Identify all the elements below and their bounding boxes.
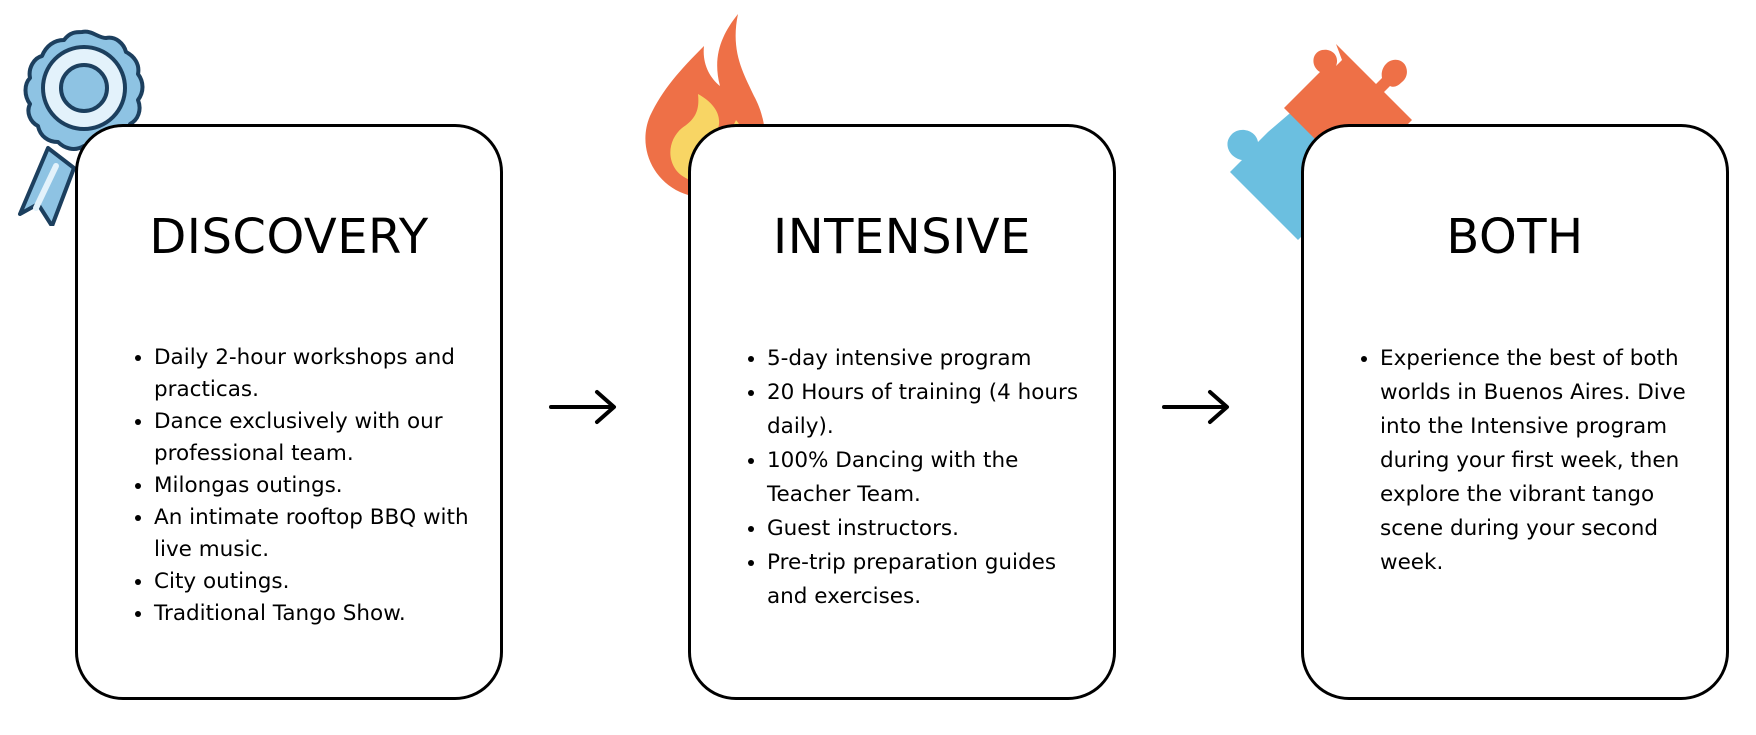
- feature-list: Experience the best of both worlds in Bu…: [1352, 342, 1702, 580]
- right-arrow-icon: [1162, 390, 1229, 424]
- discovery-card: DISCOVERY Daily 2-hour workshops and pra…: [75, 124, 503, 700]
- feature-list: Daily 2-hour workshops and practicas. Da…: [126, 342, 476, 630]
- list-item: 20 Hours of training (4 hours daily).: [767, 376, 1089, 444]
- intensive-card: INTENSIVE 5-day intensive program 20 Hou…: [688, 124, 1116, 700]
- list-item: City outings.: [154, 566, 476, 598]
- list-item: Experience the best of both worlds in Bu…: [1380, 342, 1702, 580]
- list-item: Traditional Tango Show.: [154, 598, 476, 630]
- both-card: BOTH Experience the best of both worlds …: [1301, 124, 1729, 700]
- list-item: Milongas outings.: [154, 470, 476, 502]
- right-arrow-icon: [549, 390, 616, 424]
- list-item: Dance exclusively with our professional …: [154, 406, 476, 470]
- list-item: An intimate rooftop BBQ with live music.: [154, 502, 476, 566]
- list-item: 5-day intensive program: [767, 342, 1089, 376]
- card-title: BOTH: [1446, 209, 1584, 265]
- list-item: Guest instructors.: [767, 512, 1089, 546]
- list-item: Daily 2-hour workshops and practicas.: [154, 342, 476, 406]
- card-title: INTENSIVE: [773, 209, 1031, 265]
- list-item: 100% Dancing with the Teacher Team.: [767, 444, 1089, 512]
- feature-list: 5-day intensive program 20 Hours of trai…: [739, 342, 1089, 614]
- list-item: Pre-trip preparation guides and exercise…: [767, 546, 1089, 614]
- card-title: DISCOVERY: [149, 209, 429, 265]
